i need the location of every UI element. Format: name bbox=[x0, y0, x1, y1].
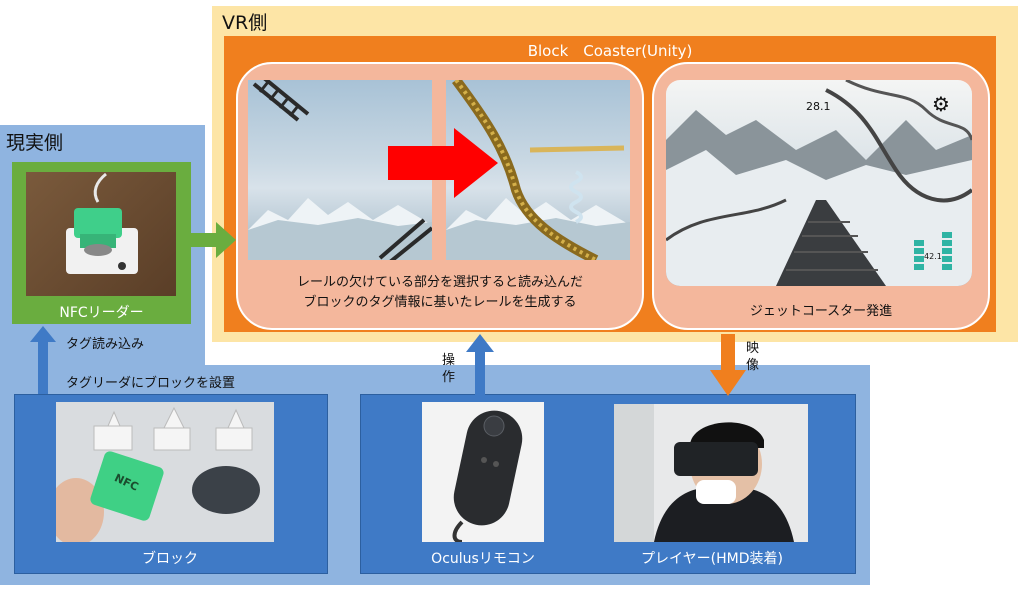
tag-read-arrow-icon bbox=[30, 326, 56, 402]
launch-caption: ジェットコースター発進 bbox=[749, 304, 893, 319]
hud-speed: 28.1 bbox=[806, 100, 831, 113]
nfc-reader-photo bbox=[26, 172, 176, 296]
block-photo: NFC bbox=[56, 402, 274, 542]
place-block-label: タグリーダにブロックを設置 bbox=[66, 376, 236, 391]
oculus-remote-label: Oculusリモコン bbox=[431, 551, 535, 567]
video-arrow-icon bbox=[710, 334, 746, 400]
block-coaster-title: Block Coaster(Unity) bbox=[527, 42, 693, 60]
player-label: プレイヤー(HMD装着) bbox=[641, 551, 783, 567]
rail-caption-line1: レールの欠けている部分を選択すると読み込んだ bbox=[296, 275, 583, 290]
nfc-reader-label: NFCリーダー bbox=[59, 305, 144, 321]
red-arrow-icon bbox=[388, 128, 500, 202]
gear-icon: ⚙ bbox=[932, 92, 950, 116]
vr-side-title: VR側 bbox=[222, 12, 268, 34]
rail-after-scene bbox=[446, 80, 630, 260]
real-side-title: 現実側 bbox=[6, 132, 64, 154]
player-photo bbox=[614, 404, 808, 542]
block-label: ブロック bbox=[142, 551, 198, 567]
video-label: 映像 bbox=[746, 341, 760, 373]
rail-caption-line2: ブロックのタグ情報に基いたレールを生成する bbox=[303, 295, 577, 310]
coaster-launch-scene bbox=[666, 80, 972, 286]
operate-label: 操作 bbox=[442, 353, 456, 385]
oculus-remote-photo bbox=[422, 402, 544, 542]
green-arrow-icon bbox=[188, 222, 238, 262]
hud-gauge-value: 42.1 bbox=[924, 252, 942, 261]
tag-read-label: タグ読み込み bbox=[66, 337, 145, 352]
coaster-launch-screenshot: 28.1 42.1 ⚙ bbox=[666, 80, 972, 286]
operate-arrow-icon bbox=[466, 334, 494, 400]
rail-before-scene bbox=[248, 80, 432, 260]
